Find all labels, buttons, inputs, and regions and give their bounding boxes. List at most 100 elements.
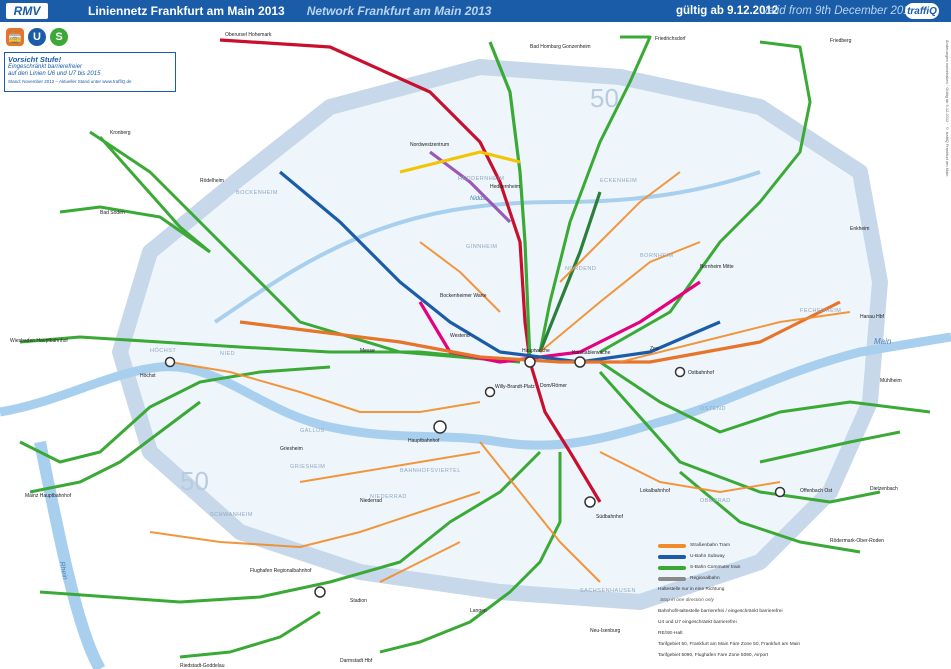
label-neu-isenburg: Neu-Isenburg	[590, 628, 621, 634]
valid-date-de: gültig ab 9.12.2012	[676, 5, 779, 17]
label-niederrad: Niederrad	[360, 498, 382, 504]
tram-icon: 🚋	[6, 28, 24, 46]
district-nied: NIED	[220, 351, 235, 357]
tram-line-south	[479, 441, 601, 583]
network-map[interactable]: 50 50 Main Rhein Nidda	[0, 22, 951, 669]
tram-line-eckenheim	[559, 171, 681, 283]
district-bockenheim: BOCKENHEIM	[236, 190, 278, 196]
tram-line-fechenheim	[619, 311, 851, 363]
label-enkheim: Enkheim	[850, 226, 869, 232]
label-bornheim-mitte: Bornheim Mitte	[700, 264, 734, 270]
district-bornheim: BORNHEIM	[640, 253, 674, 259]
legend-row-sbahn: S-Bahn Commuter train	[658, 562, 946, 573]
legend-note-1: Haltestelle nur in eine Richtung	[658, 587, 725, 592]
legend-swatch-tram	[658, 543, 686, 548]
label-hauptwache: Hauptwache	[522, 348, 550, 354]
legend-note-6: Tarifgebiet 50, Frankfurt am Main Fare Z…	[658, 642, 801, 647]
sbahn-line-friedberg	[599, 40, 812, 354]
zone-label-south: 50	[180, 466, 209, 496]
legend-swatch-sbahn	[658, 565, 686, 570]
label-hoechst: Höchst	[140, 373, 156, 379]
label-willy-brandt-platz: Willy-Brandt-Platz	[495, 384, 535, 390]
legend-label-sbahn: S-Bahn Commuter train	[690, 565, 741, 570]
district-sachsenhausen: SACHSENHAUSEN	[580, 588, 636, 594]
fare-zone-50-boundary	[112, 59, 888, 610]
tram-line-schwanheim	[149, 491, 481, 548]
traffiq-logo[interactable]: traffiQ	[905, 3, 939, 19]
river-label-nidda: Nidda	[470, 196, 486, 202]
label-riedstadt: Riedstadt-Goddelau	[180, 663, 225, 669]
ubahn-network[interactable]	[219, 38, 841, 503]
district-bahnhofsviertel: BAHNHOFSVIERTEL	[400, 468, 461, 474]
sbahn-line-kronberg	[98, 136, 211, 254]
label-konstablerwache: Konstablerwache	[572, 350, 611, 356]
notice-line-1: Eingeschränkt barrierefreier	[8, 64, 83, 70]
label-bad-soden: Bad Soden	[100, 210, 125, 216]
label-friedrichsdorf: Friedrichsdorf	[655, 36, 686, 42]
label-hanau: Hanau Hbf	[860, 314, 885, 320]
station-offenbach	[774, 486, 786, 498]
label-stadion: Stadion	[350, 598, 367, 604]
district-niederrad: NIEDERRAD	[370, 494, 407, 500]
tram-network[interactable]	[149, 171, 851, 583]
district-eckenheim: ECKENHEIM	[600, 178, 637, 184]
sbahn-line-west	[19, 335, 521, 364]
sbahn-line-airport	[39, 450, 542, 604]
label-friedberg: Friedberg	[830, 38, 852, 44]
label-messe: Messe	[360, 348, 375, 354]
district-ostend: OSTEND	[700, 406, 726, 412]
label-bad-homburg: Bad Homburg Gonzenheim	[530, 44, 591, 50]
district-ginnheim: GINNHEIM	[466, 244, 498, 250]
label-flughafen: Flughafen Regionalbahnhof	[250, 568, 312, 574]
tram-line-niederrad	[299, 451, 481, 483]
legend-swatch-ubahn	[658, 554, 686, 559]
label-dom-roemer: Dom/Römer	[540, 383, 567, 389]
valid-date-en: valid from 9th December 2012	[762, 5, 917, 17]
river-rhein	[34, 440, 106, 669]
district-labels: HEDDERNHEIM ECKENHEIM BORNHEIM BOCKENHEI…	[150, 176, 841, 594]
river-label-main: Main	[874, 337, 892, 346]
district-griesheim: GRIESHEIM	[290, 464, 325, 470]
step-notice: Vorsicht Stufe! Eingeschränkt barrierefr…	[4, 52, 176, 92]
label-heddernheim: Heddernheim	[490, 184, 520, 190]
rmv-logo[interactable]: RMV	[6, 3, 48, 19]
central-stations[interactable]	[164, 356, 786, 598]
sbahn-icon: S	[50, 28, 68, 46]
label-ostbahnhof: Ostbahnhof	[688, 370, 714, 376]
label-oberursel-hohemark: Oberursel Hohemark	[225, 32, 272, 38]
map-header: RMV Liniennetz Frankfurt am Main 2013 Ne…	[0, 0, 951, 22]
notice-line-2: auf den Linien U6 und U7 bis 2015	[8, 70, 101, 77]
tram-line-ginnheim	[419, 241, 501, 313]
legend-note-4: U4 und U7 eingeschränkt barrierefrei	[658, 620, 737, 625]
sbahn-line-wiesbaden	[19, 365, 331, 464]
ubahn-line-u7	[239, 300, 841, 364]
tram-line-bornheim	[539, 241, 701, 353]
notice-small: Stand: November 2012 – Aktueller Stand u…	[8, 78, 132, 84]
legend-note-3: Bahnhof/Haltestelle barrierefrei / einge…	[658, 609, 783, 614]
ubahn-line-u2	[488, 41, 532, 363]
station-konstablerwache	[574, 356, 586, 368]
station-hoechst	[164, 356, 176, 368]
legend-label-ubahn: U-Bahn Subway	[690, 554, 725, 559]
sbahn-network[interactable]	[19, 35, 931, 659]
sbahn-line-east	[599, 360, 931, 434]
legend-label-tram: Straßenbahn Tram	[690, 543, 730, 548]
station-willy-brandt-platz	[484, 386, 496, 398]
notice-title: Vorsicht Stufe!	[8, 55, 62, 64]
legend-note-5: RE/SE-Halt	[658, 631, 683, 636]
legend-note-7: Tarifgebiet 5090, Flughafen Fare Zone 50…	[658, 653, 769, 658]
label-bockenheimer-warte: Bockenheimer Warte	[440, 293, 487, 299]
sbahn-line-darmstadt	[379, 452, 562, 654]
district-hoechst: HÖCHST	[150, 347, 176, 354]
district-heddernheim: HEDDERNHEIM	[458, 176, 504, 182]
station-ostbahnhof	[674, 366, 686, 378]
label-roedermark: Rödermark-Ober-Roden	[830, 538, 884, 544]
river-nidda	[213, 170, 761, 324]
sbahn-line-mainz	[29, 400, 201, 494]
label-kronberg: Kronberg	[110, 130, 131, 136]
district-fechenheim: FECHENHEIM	[800, 308, 841, 314]
ubahn-icon: U	[28, 28, 46, 46]
tram-line-west	[169, 361, 481, 413]
label-hauptbahnhof: Hauptbahnhof	[408, 438, 440, 444]
label-mainz: Mainz Hauptbahnhof	[25, 493, 72, 499]
